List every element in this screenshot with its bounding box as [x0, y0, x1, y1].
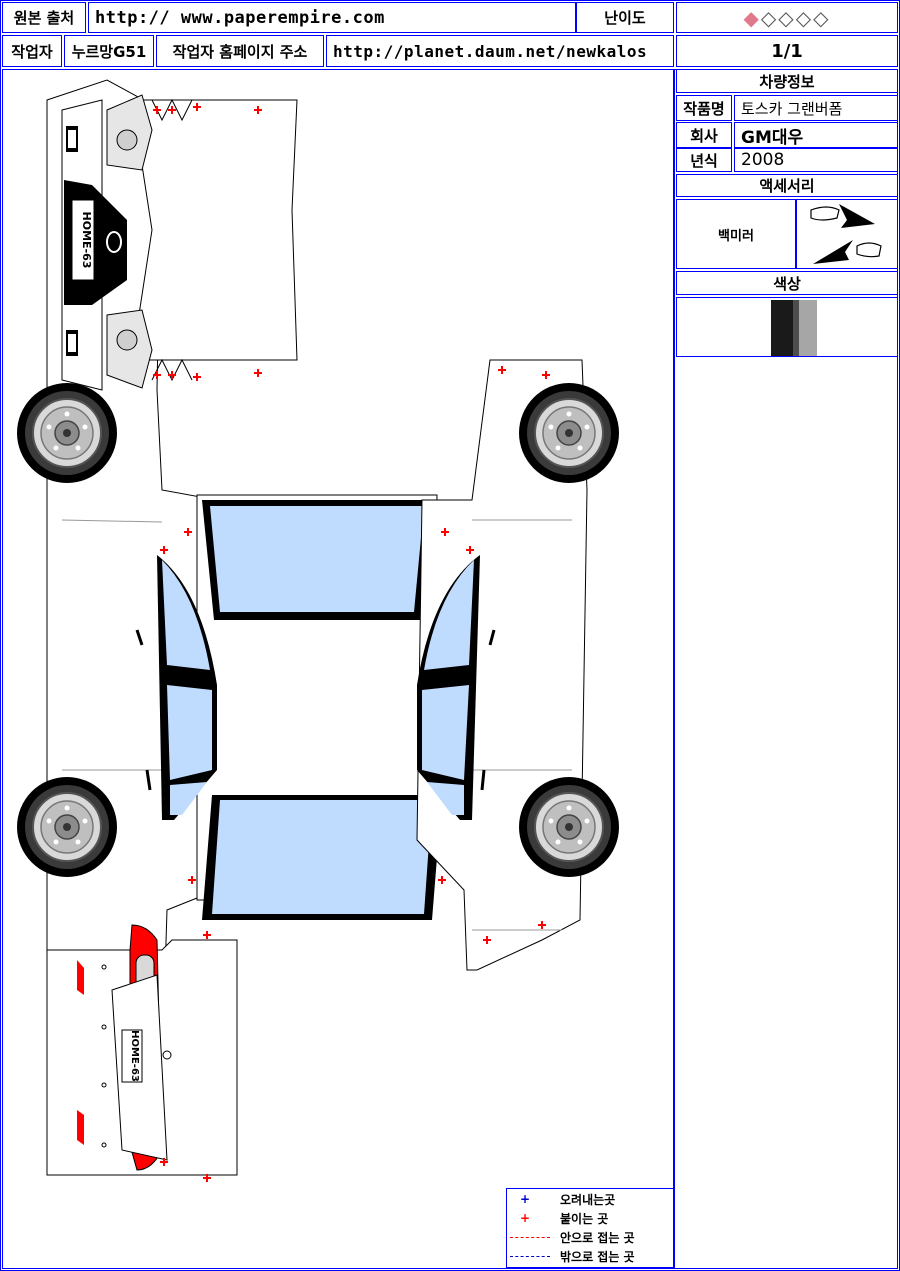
car-papercraft-template: HOME-63 [16, 79, 620, 1183]
homepage-label-text: 작업자 홈페이지 주소 [172, 42, 308, 61]
vehicle-info-heading: 차량정보 [676, 69, 898, 93]
legend-fold-out-line [510, 1255, 550, 1257]
difficulty-diamonds: ◆◇◇◇◇ [744, 6, 831, 30]
accessory-heading-text: 액세서리 [759, 177, 815, 195]
info-label-year: 년식 [676, 148, 732, 172]
difficulty-label-text: 난이도 [604, 9, 646, 27]
color-heading: 색상 [676, 271, 898, 295]
mirror-parts-icon [810, 204, 882, 264]
legend-item-fold-out: 밖으로 접는 곳 [510, 1247, 635, 1265]
legend-glue-label: 붙이는 곳 [560, 1211, 609, 1226]
source-label: 원본 출처 [2, 2, 86, 33]
color-swatch-3 [799, 300, 817, 356]
color-heading-text: 색상 [773, 274, 801, 293]
difficulty-diamond: ◇ [778, 5, 796, 30]
page-number: 1/1 [676, 35, 898, 67]
info-label-year-text: 년식 [690, 151, 718, 170]
legend-item-glue: + 붙이는 곳 [520, 1209, 608, 1227]
difficulty-diamond: ◆ [743, 5, 761, 30]
color-swatch-1 [771, 300, 793, 356]
homepage-url-text: http://planet.daum.net/newkalos [333, 41, 648, 61]
legend-fold-in-line [510, 1236, 550, 1238]
info-label-company-text: 회사 [690, 126, 718, 145]
right-side-windows [417, 555, 496, 820]
legend-fold-in-label: 안으로 접는 곳 [560, 1230, 635, 1245]
roof-panel [196, 494, 442, 920]
color-swatch-2 [793, 300, 799, 356]
difficulty-value: ◆◇◇◇◇ [676, 2, 898, 33]
front-license-plate: HOME-63 [80, 212, 93, 269]
info-label-company: 회사 [676, 122, 732, 148]
accessory-item-label: 백미러 [676, 199, 796, 269]
info-value-company: GM대우 [734, 122, 898, 148]
color-swatch-cell [676, 297, 898, 357]
homepage-label: 작업자 홈페이지 주소 [156, 35, 324, 67]
front-face: HOME-63 [61, 94, 153, 391]
info-panel [674, 69, 898, 1269]
legend-cut-label: 오려내는곳 [560, 1192, 616, 1207]
author-label-text: 작업자 [11, 42, 53, 61]
legend-cut-symbol: + [520, 1192, 531, 1206]
legend-fold-out-label: 밖으로 접는 곳 [560, 1249, 635, 1264]
accessory-mirror-cell [796, 199, 898, 269]
rear-panel: HOME-63 [46, 924, 238, 1176]
difficulty-label: 난이도 [576, 2, 674, 33]
author-label: 작업자 [2, 35, 62, 67]
info-value-company-text: GM대우 [741, 127, 804, 148]
difficulty-diamond: ◇ [795, 5, 814, 30]
wheel-rear-left [16, 776, 118, 878]
rear-license-plate: HOME-63 [129, 1030, 140, 1082]
hood-panel [131, 98, 298, 382]
vehicle-info-heading-text: 차량정보 [759, 72, 815, 91]
accessory-heading: 액세서리 [676, 174, 898, 197]
source-url[interactable]: http:// www.paperempire.com [88, 2, 576, 33]
info-value-model: 토스카 그랜버폼 [734, 95, 898, 121]
info-label-model: 작품명 [676, 95, 732, 121]
difficulty-diamond: ◇ [760, 5, 779, 30]
author-name-text: 누르망G51 [71, 42, 147, 61]
homepage-url[interactable]: http://planet.daum.net/newkalos [326, 35, 674, 67]
source-label-text: 원본 출처 [13, 9, 75, 27]
legend-item-fold-in: 안으로 접는 곳 [510, 1228, 635, 1246]
wheel-rear-right [518, 776, 620, 878]
legend-item-cut: + 오려내는곳 [520, 1190, 615, 1208]
info-value-model-text: 토스카 그랜버폼 [741, 99, 843, 118]
left-side-windows [135, 555, 217, 820]
source-url-text: http:// www.paperempire.com [95, 7, 385, 28]
difficulty-diamond: ◇ [813, 5, 831, 30]
page-number-text: 1/1 [771, 40, 803, 62]
legend-box [506, 1188, 674, 1268]
info-label-model-text: 작품명 [683, 99, 725, 118]
info-value-year-text: 2008 [741, 150, 785, 170]
author-name: 누르망G51 [64, 35, 154, 67]
wheel-front-left [16, 382, 118, 484]
wheel-front-right [518, 382, 620, 484]
info-value-year: 2008 [734, 148, 898, 172]
legend-glue-symbol: + [520, 1211, 531, 1225]
accessory-item-label-text: 백미러 [718, 228, 754, 244]
